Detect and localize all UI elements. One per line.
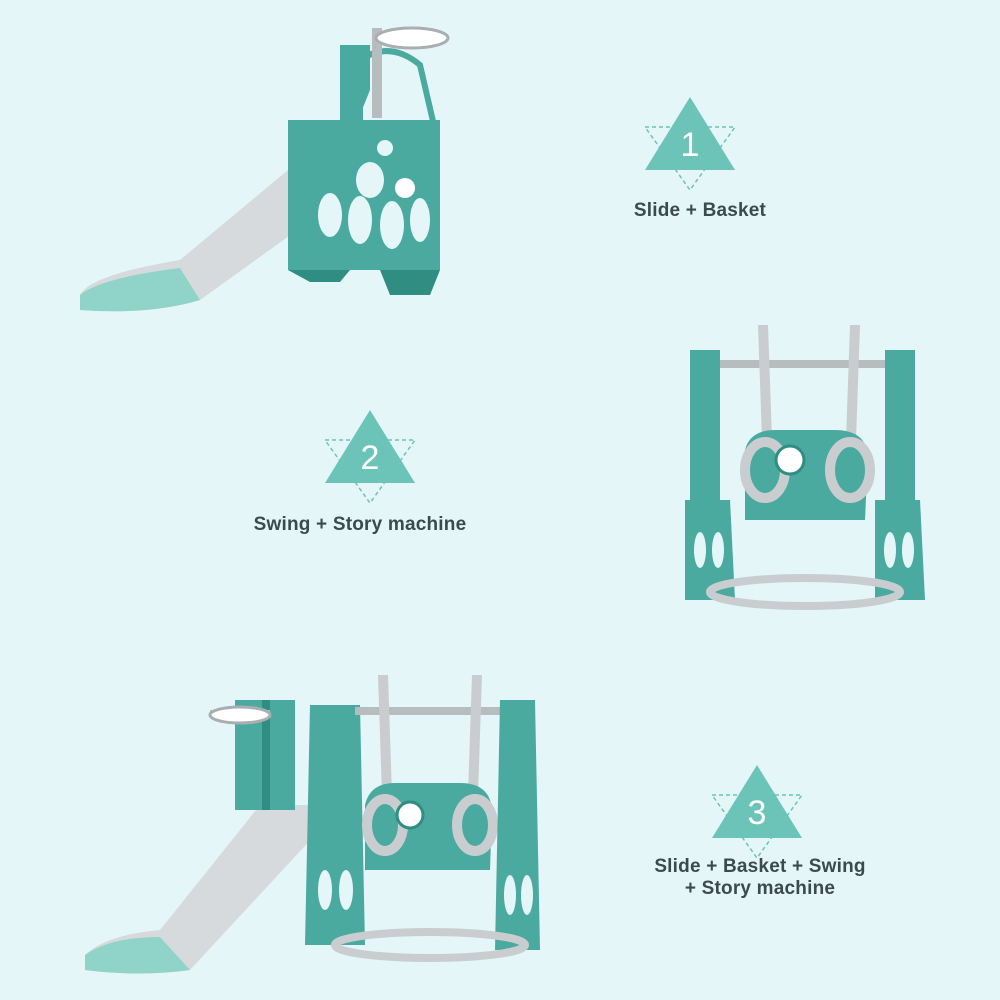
option-1-caption: Slide + Basket <box>600 200 800 222</box>
option-1-number-badge: 1 <box>643 97 737 192</box>
option-3-caption: Slide + Basket + Swing + Story machine <box>630 856 890 900</box>
option-2-caption-line1: Swing + Story machine <box>253 514 467 535</box>
badge-triangle-icon <box>645 97 735 170</box>
option-1-caption-line1: Slide + Basket <box>633 200 767 221</box>
option-2-number-badge: 2 <box>323 410 417 505</box>
option-2-number: 2 <box>361 439 380 477</box>
option-1-number: 1 <box>681 126 700 164</box>
option-3-caption-line2: + Story machine <box>684 878 836 899</box>
slide-basket-illustration <box>80 26 450 312</box>
badge-triangle-icon <box>325 410 415 483</box>
full-set-illustration <box>85 675 540 974</box>
option-2-caption: Swing + Story machine <box>230 514 490 536</box>
option-3-caption-line1: Slide + Basket + Swing <box>654 856 866 877</box>
swing-story-machine-illustration <box>685 325 925 610</box>
option-3-number: 3 <box>748 794 767 832</box>
badge-triangle-icon <box>712 765 802 838</box>
option-3-number-badge: 3 <box>710 765 804 860</box>
